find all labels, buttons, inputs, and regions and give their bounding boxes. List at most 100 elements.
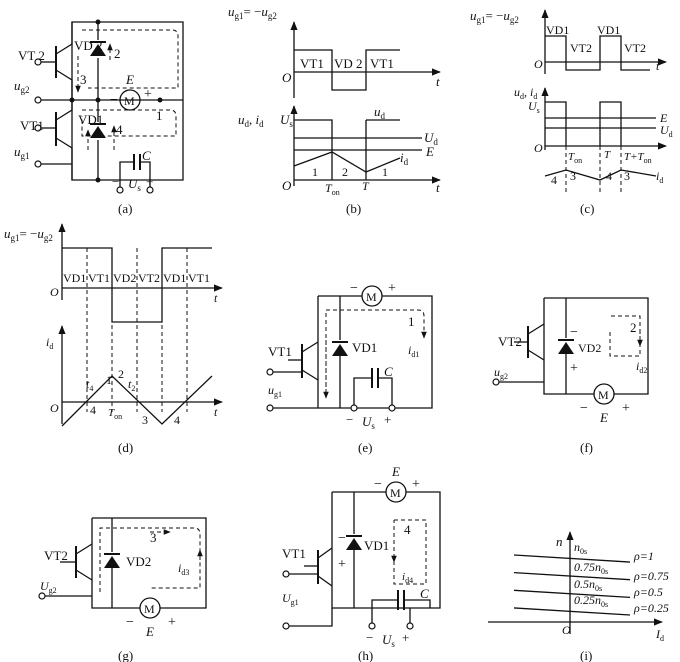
label-cap-h: C (420, 586, 429, 601)
label-vt2-f: VT2 (498, 334, 522, 349)
title-b: ug1= −ug2 (228, 4, 277, 21)
label-line-3-i: 0.5n0s (574, 577, 602, 593)
label-vt2-g: VT2 (44, 548, 68, 563)
speed-line-2 (513, 589, 631, 599)
origin-c1: O (534, 57, 543, 71)
label-e-c: E (659, 111, 668, 125)
t-axis-b1: t (436, 74, 440, 89)
label-period-c: T (604, 149, 611, 161)
caption-i: (i) (580, 648, 592, 662)
interval-4-d: 4 (90, 403, 96, 417)
label-vd2-g: VD2 (126, 554, 151, 569)
label-us-minus-a: − (112, 174, 119, 189)
label-id-d: id (46, 335, 53, 351)
caption-d: (d) (118, 440, 133, 455)
loop-1-path-a (81, 109, 177, 137)
caption-f: (f) (580, 440, 593, 455)
loop-2-number-f: 2 (630, 320, 637, 335)
label-ton-b: Ton (325, 181, 340, 197)
ylabel-b: ud, id (238, 112, 264, 129)
panel-i: n n0s 0.75n0s 0.5n0s 0.25n0s ρ=1 ρ=0.75 … (488, 531, 669, 662)
panel-a: VT 2 VD 2 2 3 ug2 E M − + VT1 VD1 4 1 ug… (14, 19, 184, 216)
vd1-diode-symbol-h (346, 492, 362, 608)
origin-i: O (562, 623, 571, 637)
seg-vt2b-c: VT2 (624, 41, 646, 55)
label-id4-h: id4 (402, 571, 413, 585)
interval-3-d: 3 (142, 413, 148, 427)
legend-rho-1: ρ=1 (633, 549, 654, 563)
seg-d-5: VT1 (188, 271, 210, 285)
label-plus-f: + (570, 361, 578, 376)
t-axis-b2: t (436, 180, 440, 195)
caption-c: (c) (580, 201, 594, 216)
legend-rho-025: ρ=0.25 (633, 601, 669, 615)
caption-b: (b) (346, 201, 361, 216)
label-id-i: Id (655, 627, 664, 643)
id-waveform-d (61, 375, 213, 427)
loop-4-number-h: 4 (404, 522, 411, 537)
motor-symbol-e (361, 285, 383, 307)
circuit-e-frame (317, 295, 433, 409)
title-d: ug1= −ug2 (4, 226, 53, 243)
label-motor-f: M (598, 388, 609, 402)
seg-vt1b-b: VT1 (370, 56, 394, 71)
loop-2-path-f (609, 315, 641, 357)
label-motor-h: M (390, 486, 401, 500)
caption-e: (e) (358, 440, 372, 455)
label-us-a: Us (128, 176, 141, 193)
vt2-transistor-symbol (34, 22, 73, 100)
label-ton-c: Ton (568, 151, 582, 165)
interval-4b-d: 4 (174, 413, 180, 427)
label-us-minus-e: − (346, 412, 353, 427)
motor-symbol-f (593, 383, 615, 405)
caption-h: (h) (358, 648, 373, 662)
label-us-plus-h: + (402, 630, 409, 645)
origin-b1: O (282, 70, 292, 85)
label-ug2-f: ug2 (494, 365, 508, 381)
origin-c2: O (534, 141, 543, 155)
seg-d-2: VD2 (113, 271, 136, 285)
label-id-c: id (656, 169, 663, 185)
panel-d: ug1= −ug2 VD1 VT1 VD2 VT2 VD1 VT1 O t id… (4, 223, 223, 455)
label-vt1-h: VT1 (282, 546, 306, 561)
label-us-e: Us (362, 414, 375, 431)
speed-line-1 (513, 571, 631, 581)
label-n-i: n (556, 534, 563, 549)
circuit-f-frame (543, 297, 649, 395)
motor-symbol-h (385, 481, 407, 503)
vt2-transistor-symbol-g (60, 543, 93, 581)
origin-b2: O (282, 178, 292, 193)
panel-f: M VT2 VD2 2 − + id2 ug2 − + E (f) (492, 297, 649, 455)
t-axis-d1: t (214, 291, 218, 305)
label-cap-a: C (142, 148, 151, 163)
label-plus-h2: + (338, 557, 346, 572)
label-line-1-i: n0s (574, 540, 587, 556)
label-line-4-i: 0.25n0s (574, 593, 608, 609)
label-ug1-e: ug1 (268, 383, 282, 399)
vd1-diode-symbol-e (332, 296, 348, 408)
motor-symbol-a (119, 89, 141, 111)
label-ton-d: Ton (108, 407, 122, 421)
panel-b: ug1= −ug2 VT1 VD 2 VT1 O t ud, id Us ud … (228, 4, 441, 216)
label-motor-e: M (366, 290, 377, 304)
interval-1-b: 1 (312, 165, 318, 179)
chart-lines (513, 554, 631, 616)
speed-line-0 (513, 554, 631, 563)
label-us-plus-a: + (146, 174, 153, 189)
id-waveform-b (293, 151, 401, 173)
label-minus-f2: − (580, 401, 588, 416)
ylabel-c: ud, id (514, 85, 537, 101)
interval-3-c: 3 (570, 169, 576, 183)
seg-vd1-c: VD1 (546, 23, 569, 37)
label-e-b: E (425, 144, 434, 159)
legend-rho-075: ρ=0.75 (633, 569, 669, 583)
caption-g: (g) (118, 648, 133, 662)
label-motor-g: M (144, 602, 155, 616)
label-id-b: id (400, 150, 409, 167)
vd2-diode-symbol-f (558, 298, 574, 394)
motor-symbol-g (139, 597, 161, 619)
interval-1-d: 1 (106, 373, 112, 387)
loop-1-number: 1 (156, 108, 163, 123)
label-line-2-i: 0.75n0s (574, 560, 608, 576)
